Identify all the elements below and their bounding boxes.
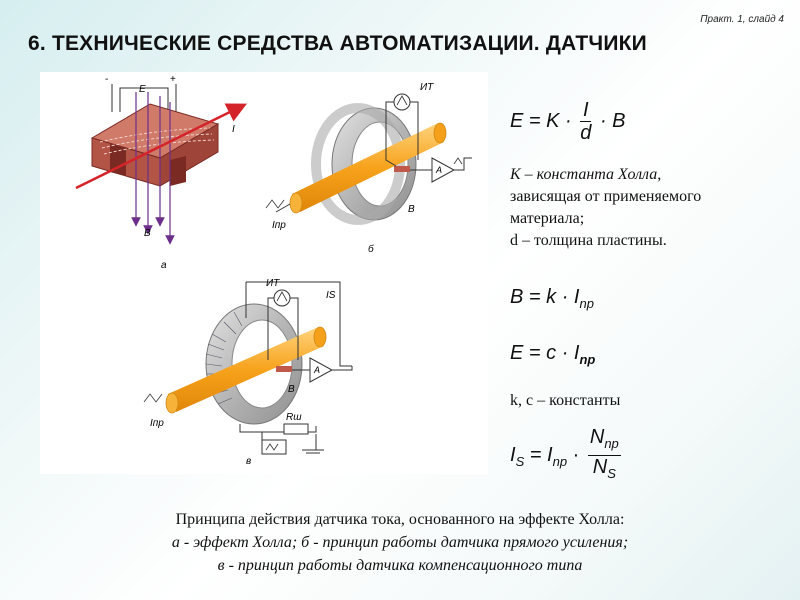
diagram-a-label: а xyxy=(161,260,167,271)
current-transformer-label-b: ИТ xyxy=(420,82,434,93)
slide-reference: Практ. 1, слайд 4 xyxy=(700,14,784,25)
diagram-v-label: в xyxy=(246,456,251,467)
formula-4-mid-sub: np xyxy=(552,453,568,469)
amplifier-label-v: A xyxy=(313,365,320,375)
formula-4-lhs-sub: S xyxy=(515,453,525,469)
formula-4-numerator-sub: np xyxy=(604,436,619,451)
figure-caption: Принципа действия датчика тока, основанн… xyxy=(40,508,760,577)
formula-1-rhs: · B xyxy=(599,109,626,132)
formula-emf: E = c · Inp xyxy=(510,342,595,367)
formula-field: B = k · Inp xyxy=(510,286,594,311)
primary-current-label-b: Iпр xyxy=(272,220,286,231)
field-label-v: B xyxy=(288,384,295,395)
hall-constant-text: K – константа Холла, xyxy=(510,166,662,183)
current-label-a: I xyxy=(232,124,235,135)
diagram-a-hall-effect: E - + I B а xyxy=(75,74,247,271)
hall-sensor-diagram: E - + I B а xyxy=(75,74,472,467)
formula-4-mid: = I xyxy=(529,443,553,466)
formula-2-sub: np xyxy=(579,296,594,311)
caption-line-2: а - эффект Холла; б - принцип работы дат… xyxy=(171,534,629,551)
formula-4-dot: · xyxy=(572,443,580,466)
formula-compensation: IS = Inp · Nnp NS xyxy=(510,426,624,485)
constants-description: k, c – константы xyxy=(510,392,621,409)
minus-label: - xyxy=(105,74,108,85)
primary-current-label-v: Iпр xyxy=(150,418,164,429)
caption-line-1: Принципа действия датчика тока, основанн… xyxy=(175,511,625,528)
plus-label: + xyxy=(170,74,176,85)
hall-constant-description: K – константа Холла, зависящая от примен… xyxy=(510,164,701,252)
field-label-b: B xyxy=(408,204,415,215)
amplifier-label-b: A xyxy=(435,165,442,175)
formula-2-lhs: B = k · I xyxy=(510,286,580,308)
diagram-v-compensation-sensor: ИТ IS A B Rш Iпр в xyxy=(143,278,353,467)
formula-1-fraction: I d xyxy=(580,99,592,144)
hall-sensor-figure: E - + I B а xyxy=(40,72,488,474)
formula-3-lhs: E = c · I xyxy=(510,342,580,364)
slide-title: 6. ТЕХНИЧЕСКИЕ СРЕДСТВА АВТОМАТИЗАЦИИ. Д… xyxy=(28,32,647,55)
compensation-current-label: IS xyxy=(326,290,336,301)
formula-1-denominator: d xyxy=(580,122,592,144)
hall-voltage-label: E xyxy=(139,84,146,95)
hall-constant-text-3: материала; xyxy=(510,210,585,227)
formula-3-sub: np xyxy=(579,352,596,367)
formula-4-numerator: N xyxy=(589,426,605,448)
formula-4-fraction: Nnp NS xyxy=(587,426,621,485)
caption-line-3: в - принцип работы датчика компенсационн… xyxy=(217,557,583,574)
shunt-resistor-label: Rш xyxy=(286,412,302,423)
formula-4-denominator-sub: S xyxy=(607,466,616,481)
hall-constant-text-2: зависящая от применяемого xyxy=(510,188,702,205)
formula-4-denominator: N xyxy=(592,456,608,478)
diagram-b-direct-sensor: ИТ A B Iпр б xyxy=(265,82,472,255)
thickness-description: d – толщина пластины. xyxy=(510,232,667,249)
formula-1-numerator: I xyxy=(580,99,592,122)
formula-4-lhs: I xyxy=(510,443,516,466)
field-label-a: B xyxy=(144,228,151,239)
current-transformer-label-v: ИТ xyxy=(266,278,280,289)
formula-1-lhs: E = K · xyxy=(510,109,572,132)
formula-hall-voltage: E = K · I d · B xyxy=(510,99,626,144)
diagram-b-label: б xyxy=(368,243,374,255)
